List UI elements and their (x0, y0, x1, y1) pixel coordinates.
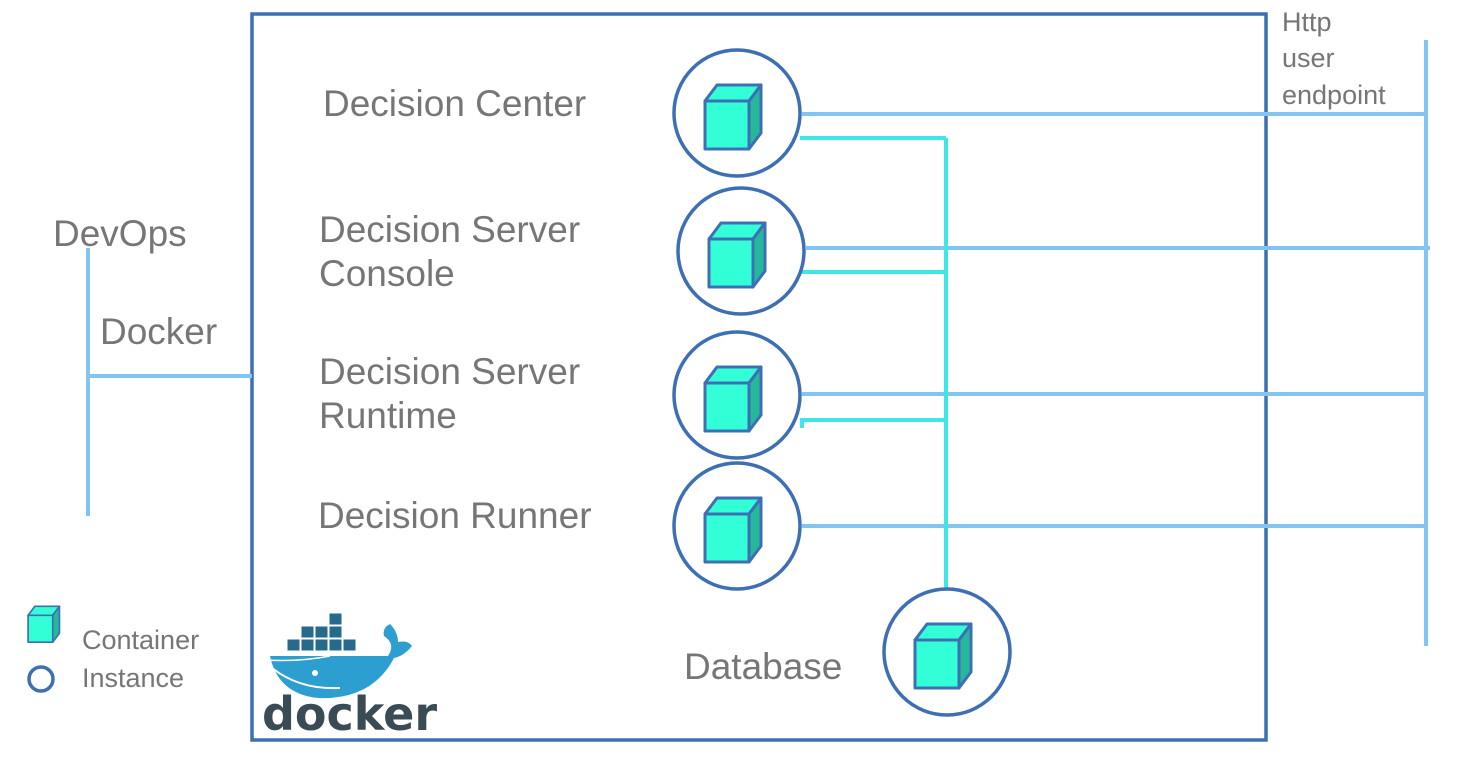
devops-label: DevOps (53, 213, 187, 254)
docker-label: Docker (100, 311, 218, 352)
database-links (800, 136, 948, 594)
legend-container-icon (27, 605, 61, 643)
container-instance-icon (703, 365, 763, 433)
http-endpoint-bus (802, 40, 1430, 646)
container-instance-icon (703, 496, 763, 564)
devops-connector (86, 248, 252, 516)
docker-wordmark: docker (262, 687, 437, 741)
legend-container-label: Container (82, 625, 200, 655)
decision-server-runtime-label: Decision Server Runtime (319, 351, 581, 436)
decision-runner-label: Decision Runner (318, 495, 592, 536)
database-instance (882, 587, 1012, 717)
decision-center-instance (672, 48, 802, 178)
http-user-endpoint-label: Http user endpoint (1282, 7, 1386, 110)
container-instance-icon (703, 83, 763, 151)
legend-instance-icon (27, 665, 55, 693)
container-instance-icon (707, 221, 767, 289)
docker-whale-icon (264, 612, 412, 699)
decision-server-console-label: Decision Server Console (319, 209, 581, 294)
legend-instance-label: Instance (82, 663, 185, 693)
container-instance-icon (913, 622, 973, 690)
database-label: Database (684, 646, 843, 687)
decision-runner-instance (672, 461, 802, 591)
decision-center-label: Decision Center (323, 83, 587, 124)
decision-server-console-instance (676, 186, 806, 316)
decision-server-runtime-instance (672, 330, 802, 460)
